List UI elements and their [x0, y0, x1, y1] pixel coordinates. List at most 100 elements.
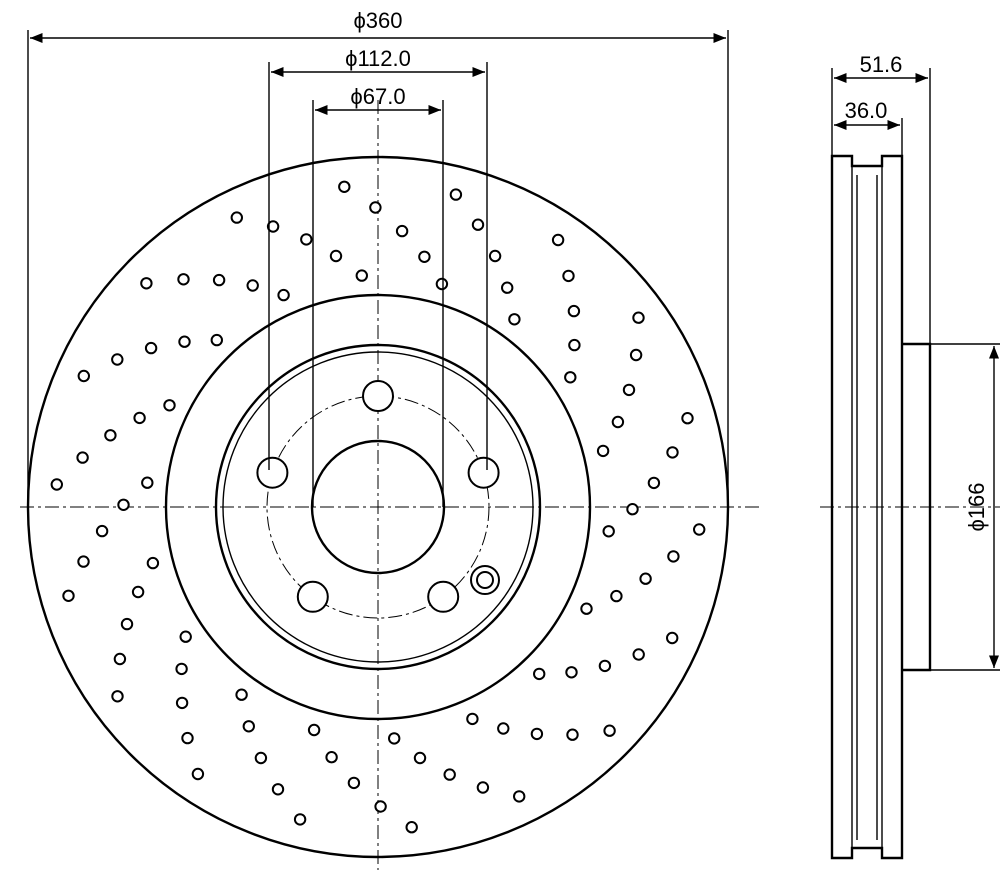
- drill-hole: [602, 525, 615, 538]
- side-view: 51.6 36.0 ϕ166: [820, 52, 1000, 860]
- drill-hole: [611, 415, 625, 429]
- drill-hole: [629, 348, 643, 362]
- screw-hole-inner: [476, 571, 494, 589]
- drill-hole: [347, 776, 361, 790]
- drill-hole: [179, 630, 192, 643]
- drill-hole: [191, 767, 205, 781]
- inner-braking-surface-circle: [164, 293, 592, 721]
- dim-hat-diameter: ϕ166: [930, 343, 1000, 671]
- drill-hole: [508, 313, 521, 326]
- drill-hole: [476, 781, 490, 794]
- drill-hole: [405, 821, 418, 834]
- hat-outer-circle: [214, 343, 542, 671]
- drill-hole: [181, 731, 194, 745]
- cross-drilled-holes: [50, 180, 706, 834]
- drill-hole: [551, 233, 565, 247]
- drill-hole: [77, 369, 91, 383]
- drill-hole: [626, 503, 639, 516]
- drill-hole: [76, 451, 89, 464]
- drill-hole: [466, 712, 479, 726]
- drill-hole: [271, 783, 285, 796]
- drill-hole: [568, 338, 581, 352]
- drill-hole: [133, 411, 146, 425]
- center-bore: [310, 439, 446, 575]
- drill-hole: [50, 478, 63, 491]
- drill-hole: [246, 279, 259, 292]
- bolt-hole: [427, 580, 460, 613]
- drill-hole: [140, 277, 153, 290]
- drill-hole: [564, 371, 577, 384]
- drill-hole: [146, 556, 160, 570]
- drill-hole: [141, 476, 154, 489]
- dim-center-bore: ϕ67.0: [312, 84, 444, 507]
- drill-hole: [325, 751, 338, 764]
- drill-hole: [435, 277, 449, 291]
- drill-hole: [62, 589, 75, 602]
- bolt-hole: [362, 380, 394, 412]
- drill-hole: [374, 800, 387, 813]
- pcd-diameter-label: ϕ112.0: [345, 46, 411, 71]
- dim-min-thickness: 36.0: [834, 98, 903, 156]
- drill-hole: [131, 585, 145, 599]
- drill-hole: [598, 659, 612, 673]
- drill-hole: [533, 667, 546, 681]
- bolt-holes: [256, 380, 500, 613]
- disc-section-outline: [830, 154, 904, 860]
- drill-hole: [693, 523, 706, 536]
- drill-hole: [163, 399, 176, 412]
- front-view: ϕ360 ϕ112.0 ϕ67.0: [20, 8, 760, 870]
- drill-hole: [230, 211, 244, 224]
- drill-hole: [177, 273, 190, 286]
- drill-hole: [413, 751, 427, 765]
- drill-hole: [338, 180, 351, 194]
- dim-outer-diameter: ϕ360: [27, 8, 729, 507]
- drill-hole: [449, 188, 463, 201]
- drill-hole: [497, 722, 510, 735]
- drill-hole: [567, 304, 581, 318]
- drill-hole: [513, 790, 526, 803]
- drill-hole: [293, 813, 307, 826]
- drill-hole: [266, 220, 280, 233]
- dim-pcd: ϕ112.0: [268, 46, 488, 470]
- drill-hole: [175, 662, 188, 676]
- min-thickness-label: 36.0: [845, 98, 888, 123]
- drill-hole: [242, 720, 256, 733]
- drill-hole: [603, 724, 616, 737]
- drill-hole: [562, 269, 575, 283]
- drill-hole: [566, 728, 579, 741]
- drill-hole: [120, 617, 134, 631]
- dim-overall-thickness: 51.6: [831, 52, 931, 344]
- drill-hole: [488, 249, 502, 263]
- drill-hole: [622, 383, 636, 397]
- drill-hole: [113, 652, 127, 666]
- drill-hole: [144, 341, 158, 355]
- drill-hole: [471, 218, 485, 231]
- drill-hole: [443, 768, 456, 781]
- overall-thickness-label: 51.6: [860, 52, 903, 77]
- drill-hole: [639, 572, 652, 585]
- pitch-circle: [266, 395, 490, 619]
- bolt-hole: [296, 580, 329, 613]
- drill-hole: [681, 412, 694, 425]
- drill-hole: [210, 333, 224, 347]
- drill-hole: [277, 288, 290, 302]
- drill-hole: [235, 688, 248, 701]
- drill-hole: [117, 498, 130, 511]
- hat-section: [902, 342, 932, 672]
- drill-hole: [580, 602, 593, 615]
- drill-hole: [111, 353, 124, 366]
- bolt-hole: [256, 456, 289, 489]
- drill-hole: [300, 233, 313, 246]
- drill-hole: [329, 249, 343, 263]
- drill-hole: [307, 723, 321, 737]
- drill-hole: [212, 273, 226, 287]
- drill-hole: [610, 589, 623, 603]
- drill-hole: [395, 224, 409, 238]
- locating-screw-hole: [470, 565, 500, 595]
- drill-hole: [178, 335, 191, 348]
- center-bore-diameter-label: ϕ67.0: [350, 84, 405, 109]
- bolt-hole: [467, 456, 500, 489]
- drill-hole: [501, 281, 514, 294]
- outer-diameter-label: ϕ360: [353, 8, 402, 33]
- hat-diameter-label: ϕ166: [964, 482, 989, 531]
